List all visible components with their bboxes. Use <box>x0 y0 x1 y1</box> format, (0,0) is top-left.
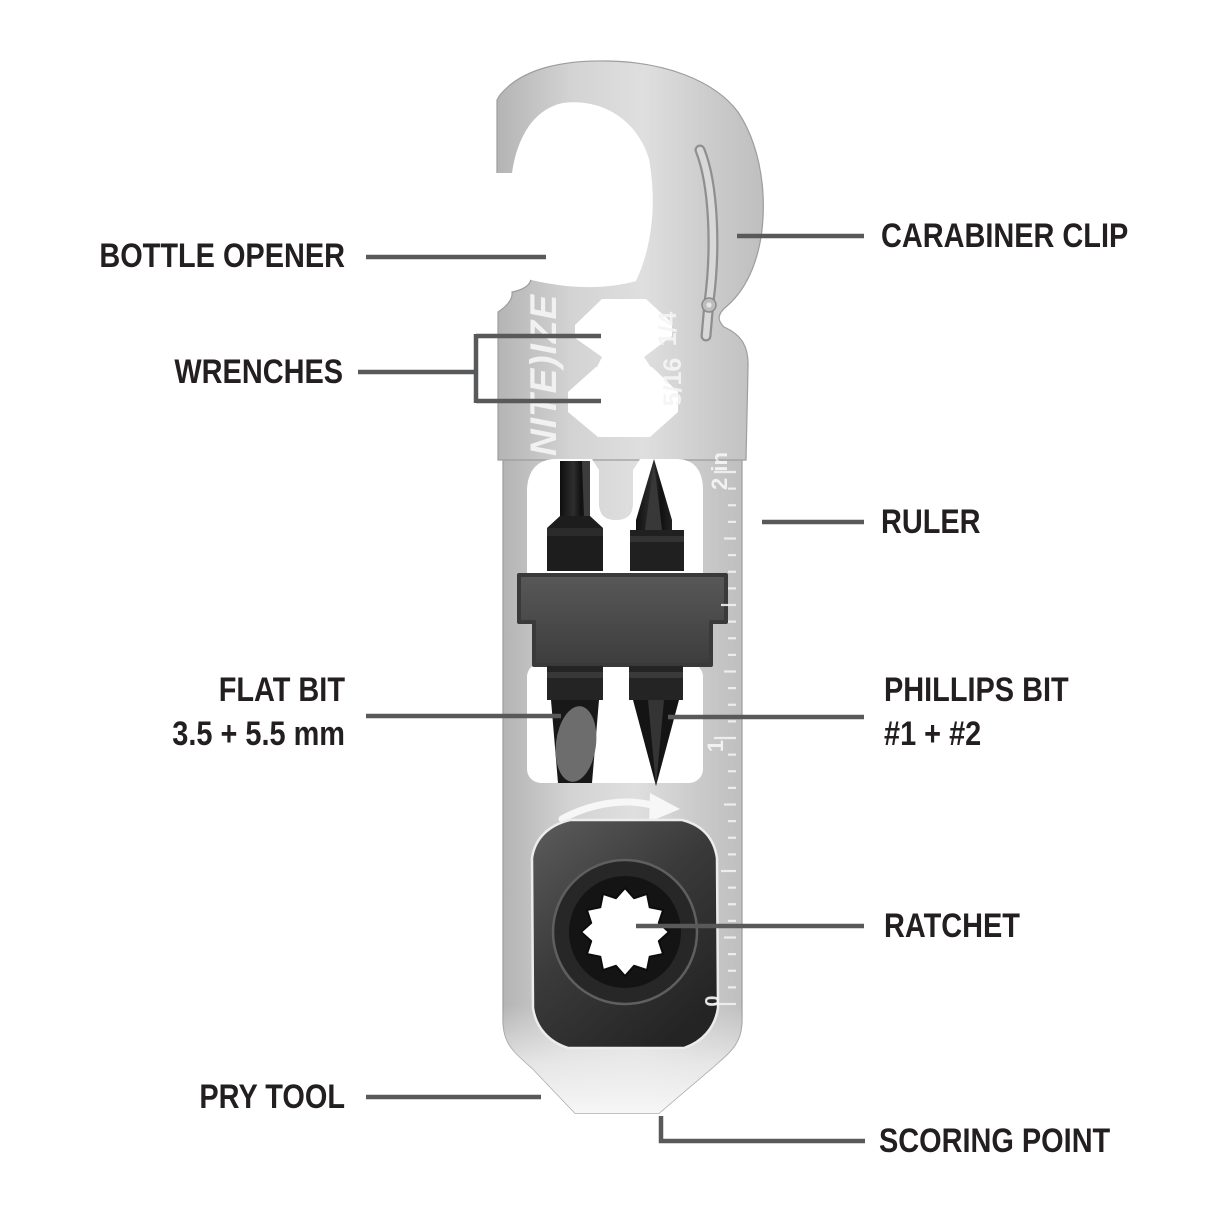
phillips-bit-lower <box>629 666 683 786</box>
wrench-cutouts <box>568 299 678 437</box>
label-flat-bit: FLAT BIT 3.5 + 5.5 mm <box>52 668 345 756</box>
flat-bit-lower <box>547 666 603 783</box>
label-phillips-bit: PHILLIPS BIT #1 + #2 <box>884 668 1069 756</box>
label-bottle-opener: BOTTLE OPENER <box>99 237 345 275</box>
ruler-mark-1: 1 <box>703 740 728 752</box>
logo-engraving: NITE)IZE <box>523 294 564 456</box>
label-flat-bit-line1: FLAT BIT <box>218 671 345 709</box>
ruler-mark-2in: 2 in <box>707 452 732 490</box>
ratchet-socket <box>580 887 670 977</box>
wrench-size-small: 1/4 <box>654 312 682 347</box>
callout-bracket-wrenches <box>473 333 601 404</box>
phillips-bit-upper <box>630 459 684 571</box>
label-ruler: RULER <box>881 503 981 541</box>
label-carabiner-clip: CARABINER CLIP <box>881 217 1129 255</box>
ruler-mark-0: 0 <box>702 995 724 1006</box>
label-flat-bit-line2: 3.5 + 5.5 mm <box>172 715 345 753</box>
callout-line-scoring-point <box>658 1116 865 1144</box>
label-phillips-bit-line2: #1 + #2 <box>884 715 982 753</box>
callout-lines <box>358 233 865 1144</box>
label-wrenches: WRENCHES <box>174 353 343 391</box>
ruler-ticks <box>714 470 736 1006</box>
label-phillips-bit-line1: PHILLIPS BIT <box>884 671 1069 709</box>
label-pry-tool: PRY TOOL <box>199 1078 345 1116</box>
rotation-arrow-icon <box>558 793 680 823</box>
label-ratchet: RATCHET <box>884 907 1020 945</box>
label-scoring-point: SCORING POINT <box>879 1122 1111 1160</box>
carabiner-gate-wire <box>694 144 719 342</box>
bottle-opener-cavity <box>486 102 653 288</box>
wrench-size-large: 5/16 <box>659 358 687 407</box>
flat-bit-upper <box>547 461 603 571</box>
bit-holder <box>517 573 728 667</box>
